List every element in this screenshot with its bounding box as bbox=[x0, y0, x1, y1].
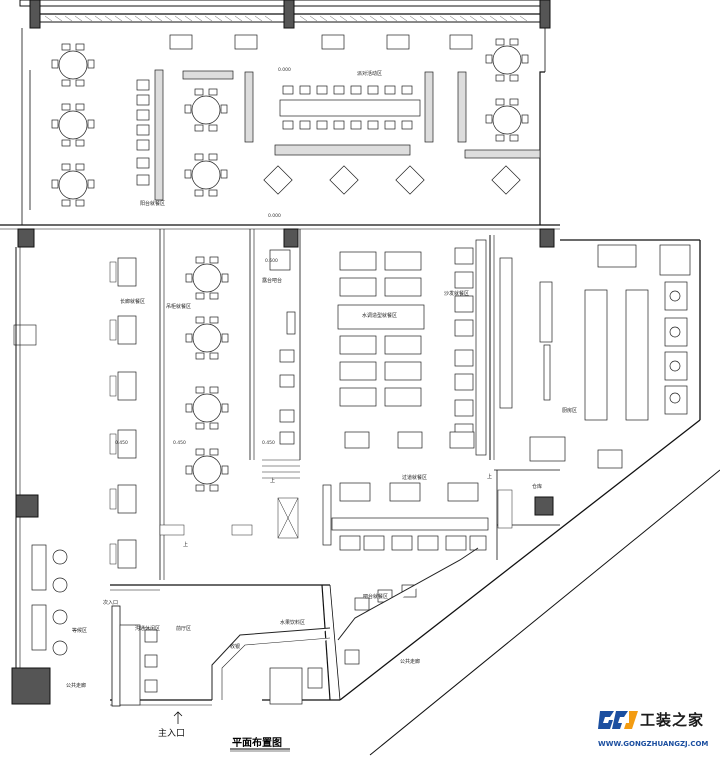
watermark-brand: 工装之家 bbox=[640, 711, 705, 729]
level-marker: 0.000 bbox=[278, 67, 291, 73]
label-round-table-dining: 吊柜就餐区 bbox=[166, 303, 191, 310]
level-markers: 0.000 0.000 0.600 0.450 0.450 0.450 上 上 … bbox=[115, 67, 492, 548]
secondary-entrance-label: 次入口 bbox=[103, 599, 118, 606]
interior-furniture bbox=[31, 239, 691, 706]
stair-up: 上 bbox=[487, 473, 492, 480]
label-public-corridor-left: 公共走廊 bbox=[66, 682, 86, 689]
label-long-corridor-dining: 长廊就餐区 bbox=[120, 298, 145, 305]
label-lounge: 沟通休闲区 bbox=[135, 625, 160, 632]
level-marker: 0.600 bbox=[265, 258, 278, 264]
label-waterscape-dining: 水调造型就餐区 bbox=[362, 312, 397, 319]
label-bar-counter: 露台吧台 bbox=[262, 277, 282, 284]
stair-up: 上 bbox=[183, 541, 188, 548]
watermark-logo: 工装之家 WWW.GONGZHUANGZJ.COM bbox=[596, 707, 714, 753]
balcony-furniture bbox=[51, 34, 541, 207]
zone-labels: 派对活动区 阳台就餐区 长廊就餐区 吊柜就餐区 露台吧台 水调造型就餐区 沙发就… bbox=[66, 70, 577, 689]
level-marker: 0.000 bbox=[268, 213, 281, 219]
level-marker: 0.450 bbox=[173, 440, 186, 446]
stair-up: 上 bbox=[270, 477, 275, 484]
label-balcony-dining: 阳台就餐区 bbox=[140, 200, 165, 207]
entrances: 次入口 主入口 平面布置图 bbox=[103, 599, 290, 752]
level-marker: 0.450 bbox=[115, 440, 128, 446]
level-marker: 0.450 bbox=[262, 440, 275, 446]
label-service: 收银 bbox=[230, 643, 240, 650]
label-public-corridor-right: 公共走廊 bbox=[400, 658, 420, 665]
watermark-url: WWW.GONGZHUANGZJ.COM bbox=[598, 740, 709, 748]
label-sofa-dining: 沙发就餐区 bbox=[444, 290, 469, 297]
label-hall: 前厅区 bbox=[176, 625, 191, 632]
main-entrance-label: 主入口 bbox=[158, 727, 185, 739]
label-fruit-drinks: 水果饮料区 bbox=[280, 619, 305, 626]
label-storage: 仓库 bbox=[532, 483, 542, 490]
label-party-area: 派对活动区 bbox=[357, 70, 382, 77]
label-kitchen: 厨房区 bbox=[562, 407, 577, 414]
gzj-logo-icon bbox=[598, 711, 638, 729]
main-entrance-arrow-icon bbox=[173, 711, 183, 724]
label-waiting: 等候区 bbox=[72, 627, 87, 634]
label-aisle-dining: 过道就餐区 bbox=[402, 474, 427, 481]
label-bar-dining: 吧台就餐区 bbox=[363, 593, 388, 600]
drawing-title: 平面布置图 bbox=[232, 736, 282, 749]
